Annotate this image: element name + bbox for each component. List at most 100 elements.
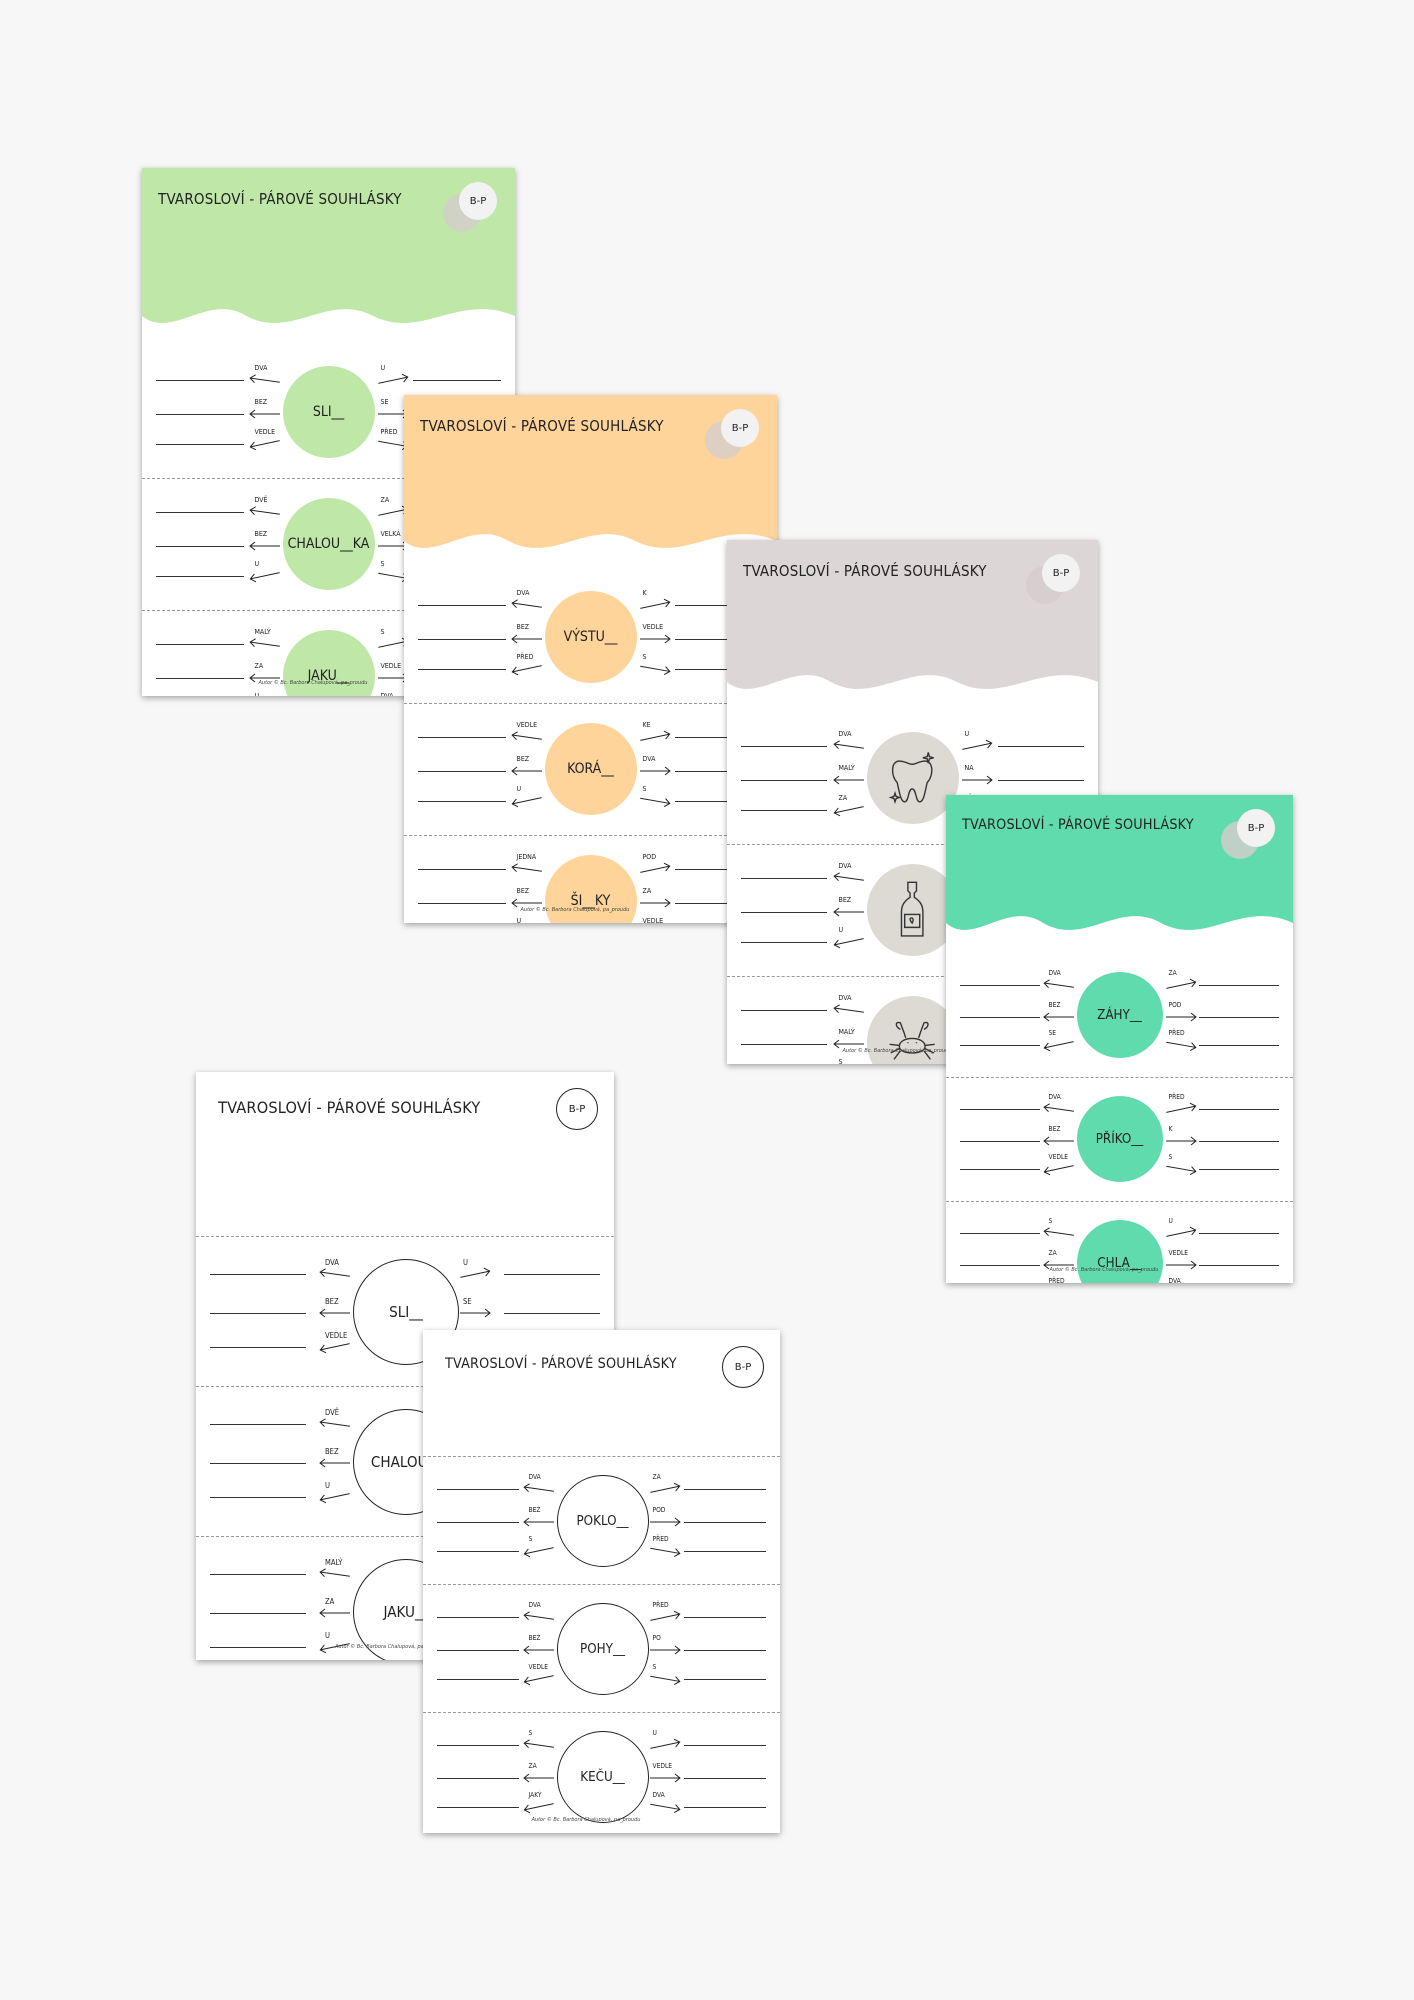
answer-line-right[interactable]: [684, 1778, 766, 1779]
preposition-label: U: [1168, 1217, 1173, 1226]
answer-line-right[interactable]: [1199, 1141, 1279, 1142]
arrow-left-icon: [522, 1611, 554, 1621]
answer-line-left[interactable]: [418, 605, 506, 606]
answer-line-left[interactable]: [210, 1313, 306, 1314]
answer-line-left[interactable]: [210, 1574, 306, 1576]
answer-line-right[interactable]: [684, 1650, 766, 1651]
answer-line-left[interactable]: [437, 1617, 519, 1619]
answer-line-right[interactable]: [1199, 1169, 1279, 1171]
answer-line-left[interactable]: [741, 810, 827, 811]
answer-line-left[interactable]: [960, 1141, 1040, 1142]
answer-line-left[interactable]: [741, 912, 827, 913]
answer-line-right[interactable]: [675, 869, 763, 870]
arrow-right-icon: [649, 1517, 681, 1527]
header-wave-background: [946, 795, 1293, 930]
answer-line-right[interactable]: [998, 780, 1084, 781]
answer-line-left[interactable]: [960, 1169, 1040, 1171]
answer-line-right[interactable]: [675, 605, 763, 606]
answer-line-left[interactable]: [210, 1424, 306, 1426]
preposition-label: VEDLE: [325, 1331, 348, 1341]
letter-pair-badge: B-P: [721, 409, 759, 447]
answer-line-right[interactable]: [504, 1313, 600, 1314]
answer-line-right[interactable]: [1199, 1045, 1279, 1047]
answer-line-left[interactable]: [210, 1613, 306, 1614]
answer-line-right[interactable]: [998, 746, 1084, 747]
answer-line-left[interactable]: [741, 1010, 827, 1011]
answer-line-left[interactable]: [418, 771, 506, 772]
answer-line-left[interactable]: [960, 1265, 1040, 1266]
answer-line-left[interactable]: [418, 801, 506, 802]
answer-line-right[interactable]: [1199, 1109, 1279, 1111]
answer-line-left[interactable]: [156, 576, 244, 577]
word-stem: KORÁ__: [544, 723, 637, 815]
answer-line-right[interactable]: [684, 1489, 766, 1491]
row-divider: [196, 1536, 614, 1537]
answer-line-left[interactable]: [210, 1463, 306, 1464]
arrow-right-icon: [649, 1610, 680, 1621]
answer-line-left[interactable]: [418, 903, 506, 904]
answer-line-left[interactable]: [156, 380, 244, 381]
answer-line-left[interactable]: [437, 1551, 519, 1553]
answer-line-right[interactable]: [684, 1551, 766, 1553]
answer-line-left[interactable]: [741, 780, 827, 781]
answer-line-left[interactable]: [437, 1489, 519, 1491]
answer-line-left[interactable]: [960, 985, 1040, 987]
answer-line-left[interactable]: [156, 444, 244, 445]
answer-line-left[interactable]: [960, 1045, 1040, 1047]
answer-line-left[interactable]: [437, 1679, 519, 1681]
answer-line-right[interactable]: [1199, 985, 1279, 987]
answer-line-right[interactable]: [1199, 1265, 1279, 1266]
answer-line-right[interactable]: [675, 903, 763, 904]
answer-line-left[interactable]: [960, 1109, 1040, 1111]
answer-line-left[interactable]: [210, 1647, 306, 1649]
preposition-label: U: [964, 730, 970, 738]
answer-line-left[interactable]: [437, 1807, 519, 1809]
answer-line-left[interactable]: [437, 1522, 519, 1523]
answer-line-right[interactable]: [675, 771, 763, 772]
answer-line-right[interactable]: [675, 669, 763, 670]
letter-pair-badge: B-P: [459, 182, 497, 220]
arrow-left-icon: [511, 665, 542, 676]
preposition-label: S: [528, 1729, 533, 1738]
answer-line-left[interactable]: [156, 644, 244, 645]
answer-line-right[interactable]: [413, 380, 501, 381]
answer-line-left[interactable]: [960, 1233, 1040, 1235]
answer-line-left[interactable]: [741, 878, 827, 879]
answer-line-left[interactable]: [741, 746, 827, 747]
answer-line-left[interactable]: [960, 1017, 1040, 1018]
picture-circle: [866, 996, 959, 1064]
answer-line-right[interactable]: [684, 1807, 766, 1809]
preposition-label: BEZ: [528, 1634, 541, 1642]
answer-line-right[interactable]: [684, 1522, 766, 1523]
answer-line-right[interactable]: [1199, 1017, 1279, 1018]
answer-line-left[interactable]: [741, 1044, 827, 1045]
answer-line-left[interactable]: [741, 942, 827, 943]
arrow-left-icon: [523, 1547, 554, 1558]
answer-line-left[interactable]: [418, 869, 506, 870]
answer-line-left[interactable]: [210, 1274, 306, 1276]
answer-line-left[interactable]: [437, 1650, 519, 1651]
answer-line-left[interactable]: [156, 414, 244, 415]
answer-line-left[interactable]: [156, 678, 244, 679]
answer-line-right[interactable]: [684, 1679, 766, 1681]
answer-line-right[interactable]: [684, 1617, 766, 1619]
answer-line-right[interactable]: [1199, 1233, 1279, 1235]
preposition-label: BEZ: [516, 755, 530, 763]
answer-line-right[interactable]: [675, 737, 763, 738]
answer-line-left[interactable]: [437, 1745, 519, 1747]
answer-line-left[interactable]: [156, 546, 244, 547]
answer-line-left[interactable]: [437, 1778, 519, 1779]
answer-line-left[interactable]: [156, 512, 244, 513]
answer-line-left[interactable]: [210, 1497, 306, 1499]
answer-line-right[interactable]: [675, 801, 763, 802]
answer-line-left[interactable]: [210, 1347, 306, 1349]
answer-line-right[interactable]: [675, 639, 763, 640]
answer-line-right[interactable]: [504, 1274, 600, 1276]
answer-line-left[interactable]: [418, 639, 506, 640]
answer-line-left[interactable]: [418, 737, 506, 738]
answer-line-right[interactable]: [684, 1745, 766, 1747]
answer-line-left[interactable]: [418, 669, 506, 670]
